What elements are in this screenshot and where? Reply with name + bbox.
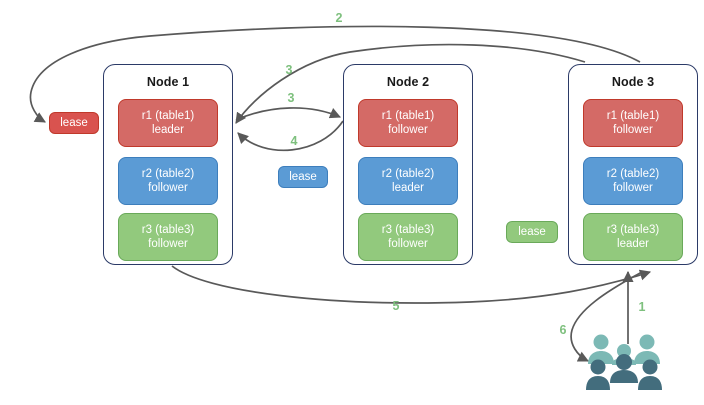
edge-label-4: 4	[290, 134, 298, 148]
node-title: Node 3	[611, 75, 655, 89]
lease-badge-node3[interactable]: lease	[506, 221, 558, 243]
replica-card-r2[interactable]: r2 (table2) follower	[583, 157, 683, 205]
edge-6-reply	[570, 271, 643, 362]
lease-badge-node1[interactable]: lease	[49, 112, 99, 134]
replica-name: r3 (table3)	[141, 224, 195, 236]
edge-3-upper-replicate	[235, 43, 586, 124]
edge-label-6: 6	[559, 323, 567, 337]
edge-label-1: 1	[638, 300, 646, 314]
replica-name: r1 (table1)	[141, 110, 195, 122]
replica-role: follower	[388, 124, 428, 136]
node-title: Node 2	[386, 75, 430, 89]
edge-label-3a: 3	[285, 63, 293, 77]
node-box-node3[interactable]: Node 3 r1 (table1) follower r2 (table2) …	[568, 64, 698, 265]
edge-5-response	[171, 265, 652, 304]
node-title: Node 1	[146, 75, 190, 89]
replica-name: r2 (table2)	[141, 168, 195, 180]
replica-card-r2[interactable]: r2 (table2) leader	[358, 157, 458, 205]
node-box-node1[interactable]: Node 1 r1 (table1) leader r2 (table2) fo…	[103, 64, 233, 265]
replica-name: r3 (table3)	[606, 224, 660, 236]
replica-role: follower	[613, 182, 653, 194]
replica-name: r1 (table1)	[381, 110, 435, 122]
replica-role: leader	[617, 238, 649, 250]
replica-card-r3[interactable]: r3 (table3) follower	[358, 213, 458, 261]
replica-role: follower	[613, 124, 653, 136]
people-icon	[586, 334, 662, 390]
edge-3-lower-replicate	[235, 107, 342, 121]
replica-role: leader	[152, 124, 184, 136]
replica-name: r2 (table2)	[381, 168, 435, 180]
replica-role: follower	[148, 182, 188, 194]
replica-name: r1 (table1)	[606, 110, 660, 122]
replica-card-r3[interactable]: r3 (table3) follower	[118, 213, 218, 261]
replica-role: leader	[392, 182, 424, 194]
replica-card-r1[interactable]: r1 (table1) leader	[118, 99, 218, 147]
edge-label-5: 5	[392, 299, 400, 313]
replica-card-r3[interactable]: r3 (table3) leader	[583, 213, 683, 261]
edge-label-2: 2	[335, 11, 343, 25]
node-box-node2[interactable]: Node 2 r1 (table1) follower r2 (table2) …	[343, 64, 473, 265]
lease-badge-node2[interactable]: lease	[278, 166, 328, 188]
replica-role: follower	[388, 238, 428, 250]
replica-card-r2[interactable]: r2 (table2) follower	[118, 157, 218, 205]
replica-name: r3 (table3)	[381, 224, 435, 236]
edge-label-3b: 3	[287, 91, 295, 105]
replica-card-r1[interactable]: r1 (table1) follower	[583, 99, 683, 147]
replica-role: follower	[148, 238, 188, 250]
edge-4-ack	[237, 120, 344, 152]
edge-2-lease-transfer	[29, 25, 641, 123]
replica-name: r2 (table2)	[606, 168, 660, 180]
replica-card-r1[interactable]: r1 (table1) follower	[358, 99, 458, 147]
